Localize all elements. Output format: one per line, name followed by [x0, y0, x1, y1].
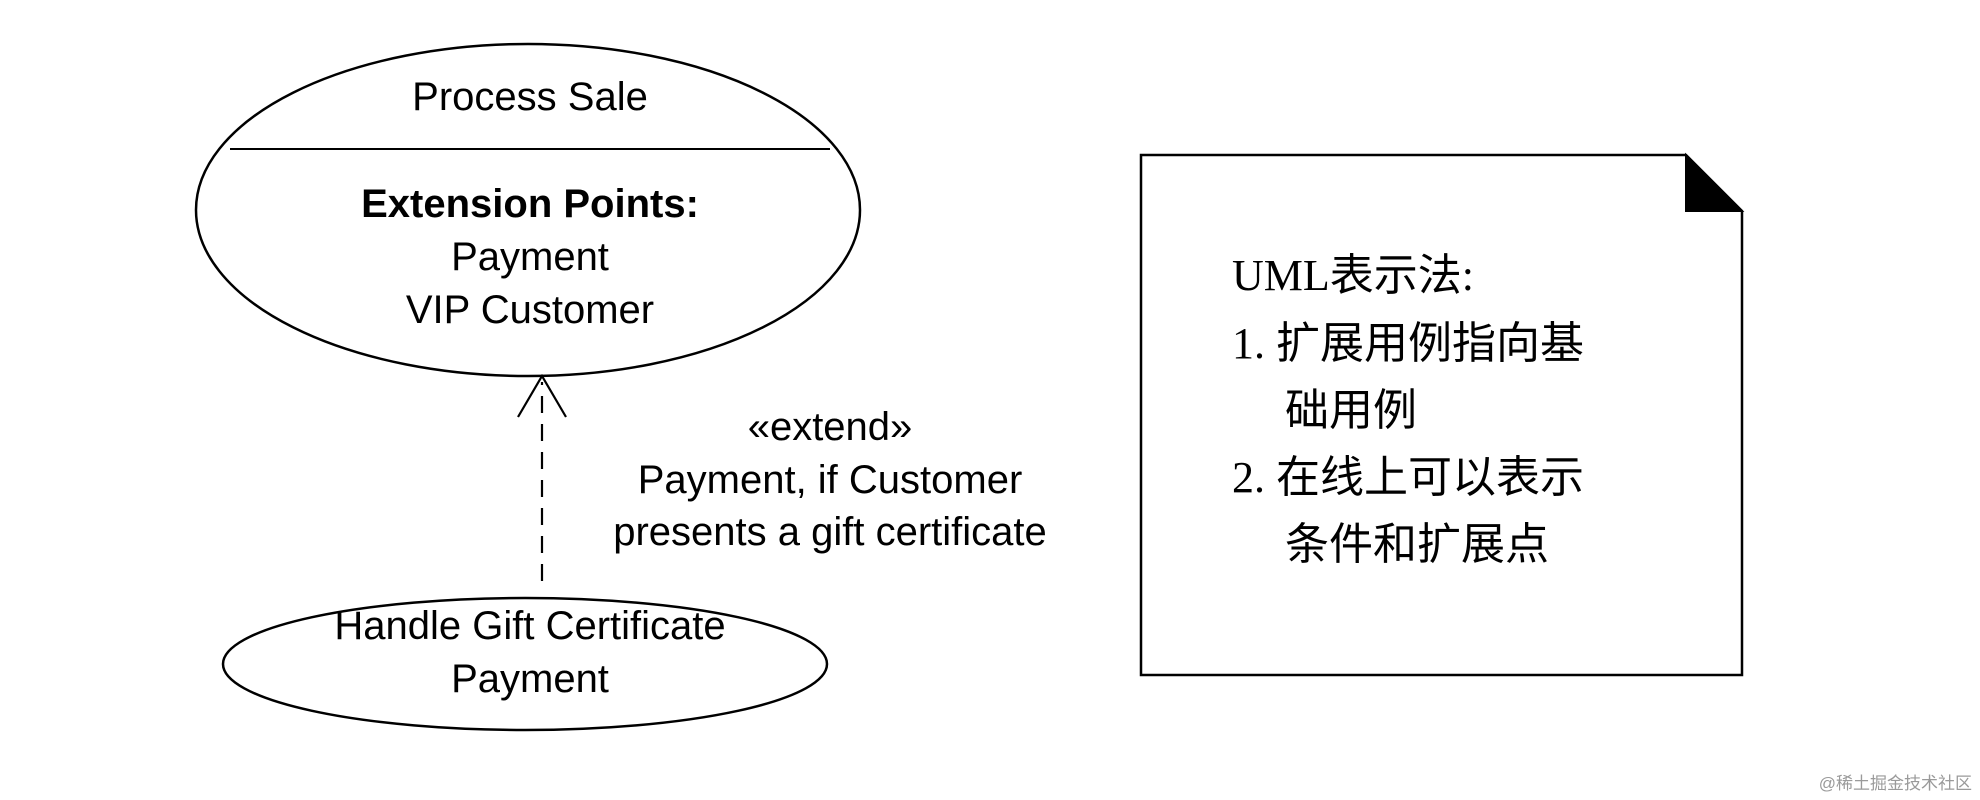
gift-certificate-title-line2: Payment — [451, 657, 609, 701]
extension-point-item: Payment — [451, 235, 609, 279]
process-sale-title: Process Sale — [412, 75, 648, 119]
watermark-text: @稀土掘金技术社区 — [1818, 774, 1972, 793]
note-box — [1139, 153, 1744, 677]
process-sale-ellipse — [194, 42, 862, 378]
note-item2-line2: 条件和扩展点 — [1285, 520, 1549, 569]
extend-condition-line2: presents a gift certificate — [613, 510, 1047, 554]
extend-arrowhead — [517, 373, 567, 418]
note-item1-line2: 础用例 — [1285, 386, 1417, 435]
gift-certificate-title-line1: Handle Gift Certificate — [334, 604, 726, 648]
note-dog-ear — [1685, 152, 1745, 212]
gift-certificate-ellipse — [221, 596, 829, 732]
extend-condition-line1: Payment, if Customer — [637, 458, 1023, 502]
note-title: UML表示法: — [1232, 251, 1474, 300]
extend-stereotype: «extend» — [747, 405, 913, 449]
note-item2-line1: 2. 在线上可以表示 — [1232, 453, 1584, 502]
extension-point-item: VIP Customer — [405, 288, 655, 332]
extension-points-heading: Extension Points: — [361, 182, 699, 226]
note-item1-line1: 1. 扩展用例指向基 — [1232, 319, 1584, 368]
